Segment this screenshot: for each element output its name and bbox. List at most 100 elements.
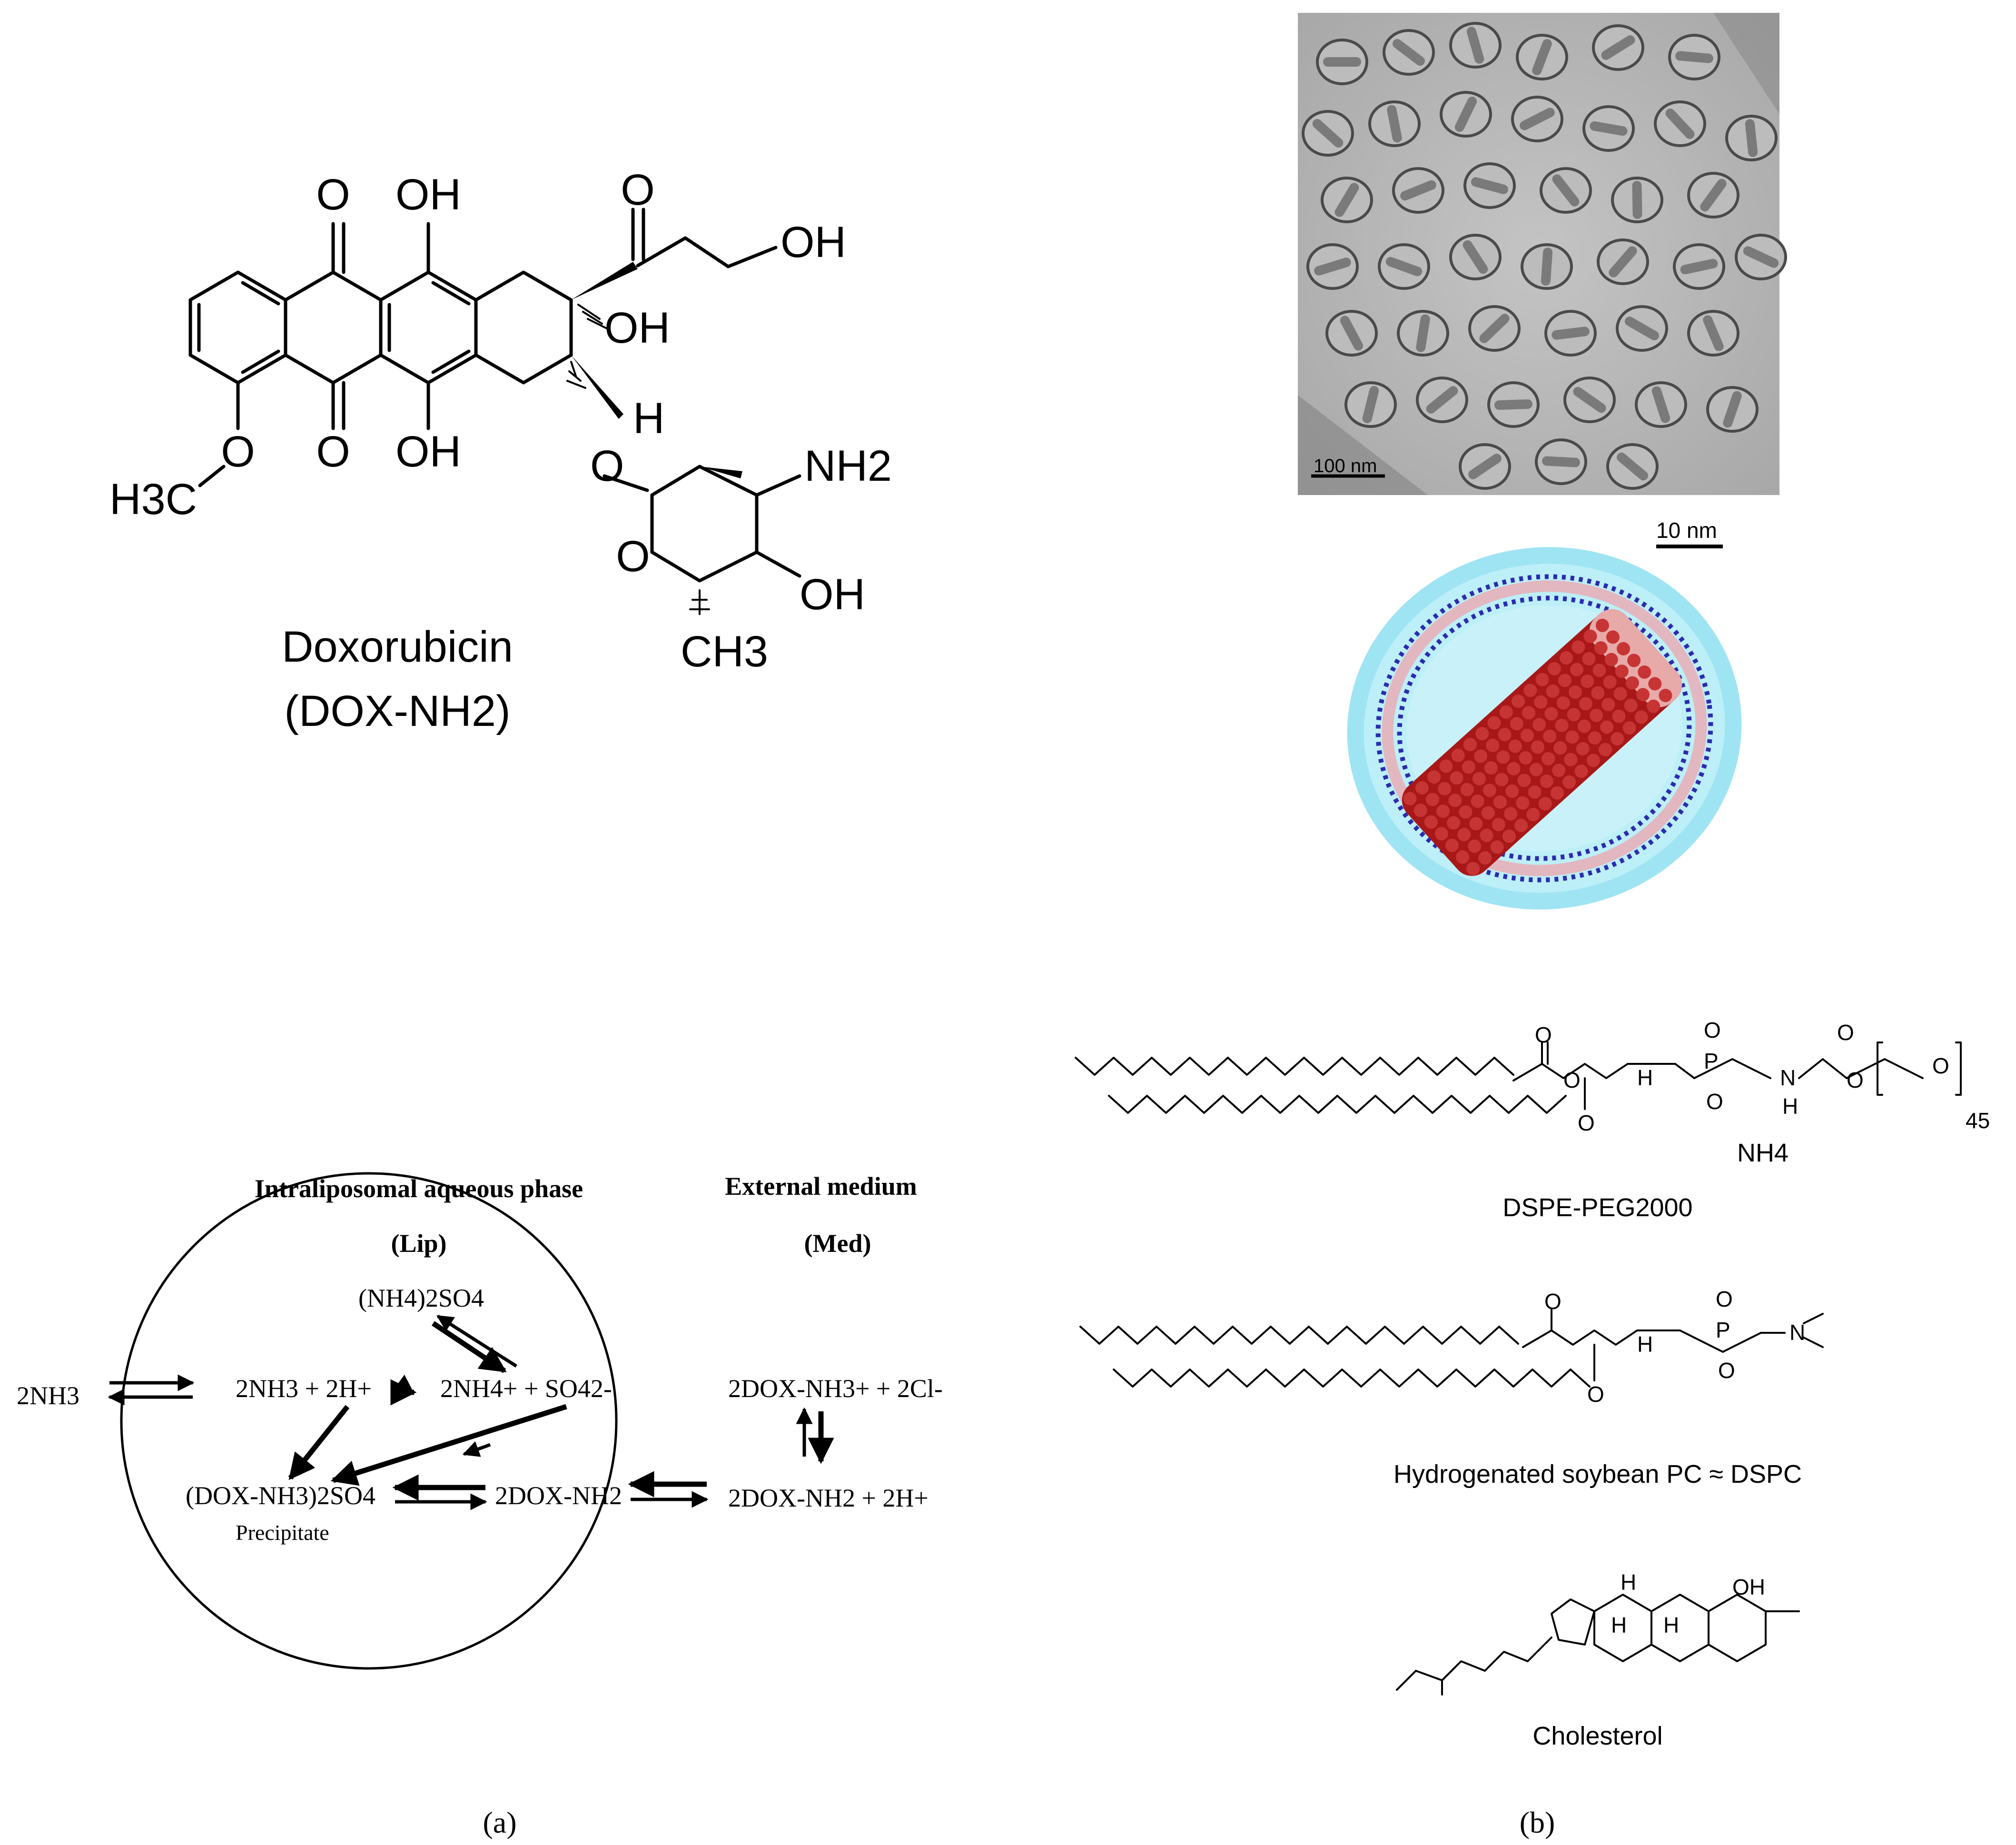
dox-crystal-dot [1547,662,1561,675]
tem-scalebar-label: 100 nm [1314,456,1377,476]
dox-crystal-dot [1434,827,1448,841]
dox-crystal-dot [1522,706,1536,720]
tem-vesicle [1687,310,1739,357]
dox-crystal-dot [1492,818,1505,832]
cholesterol-structure: OH H H H Cholesterol [1396,1570,1800,1750]
dox-crystal-dot [1625,676,1639,690]
dox-crystal-dot [1538,797,1552,811]
dox-crystal-dot [1586,754,1600,767]
dox-crystal-dot [1552,764,1566,777]
ammonia-outside: 2NH3 [17,1381,79,1410]
tem-vesicle [1321,177,1373,223]
atom-nh2: NH2 [804,442,892,490]
dox-crystal-dot [1496,750,1510,764]
dox-crystal-dot [1439,759,1453,773]
dox-crystal-dot [1469,817,1483,831]
dox-crystal-dot [1606,630,1620,644]
tem-vesicle [1516,34,1568,80]
dox-crystal-dot [1638,665,1651,679]
dox-crystal-dot [1510,717,1523,731]
dox-crystal-dot [1532,718,1546,732]
dox-crystal-dot [1659,689,1672,703]
dox-crystal-dot [1613,687,1627,701]
atom-o-top-left: O [316,170,350,219]
atom-h: H [633,394,664,443]
dox-crystal-dot [1553,741,1567,755]
peg-atom-o1: O [1535,1022,1552,1047]
dox-crystal-dot [1615,665,1629,678]
dox-crystal-dot [1484,761,1498,775]
dox-crystal-dot [1463,738,1477,752]
liposome-model: 10 nm [1347,518,1742,910]
dox-crystal-dot [1601,698,1615,712]
chol-atom-h1: H [1621,1570,1636,1595]
tem-vesicle [1316,39,1368,85]
dspe-peg-label: DSPE-PEG2000 [1502,1193,1692,1222]
dox-crystal-dot [1574,764,1588,778]
external-title: External medium [725,1172,917,1200]
dox-crystal-dot [1542,752,1555,765]
dox-crystal-dot [1565,730,1579,744]
tem-vesicle [1597,238,1649,285]
dox-crystal-dot [1512,694,1525,708]
tem-vesicle [1735,234,1787,280]
dox-crystal-dot [1523,684,1537,697]
tem-micrograph: 100 nm [1298,13,1787,495]
tem-vesicle [1511,96,1563,142]
peg-subscript: 45 [1966,1108,1990,1133]
dox-crystal-dot [1468,839,1482,853]
atom-oh-sugar: OH [800,570,865,619]
dox-crystal-dot [1627,654,1641,667]
dox-crystal-dot [1590,708,1603,722]
dox-crystal-dot [1436,804,1450,818]
dox-crystal-dot [1568,685,1582,699]
dox-crystal-dot [1450,771,1463,785]
dox-crystal-dot [1504,807,1518,821]
doxorubicin-name: Doxorubicin [282,623,513,671]
dox-crystal-dot [1546,684,1560,698]
pc-atom-o4: O [1718,1358,1735,1383]
tem-vesicle [1440,91,1492,138]
dox-external-ion: 2DOX-NH3+ + 2Cl- [728,1374,943,1403]
dox-crystal-dot [1600,720,1614,734]
dspe-peg2000-structure: O O O H P O O N H O O O 45 NH4 DSPE-PEG2… [1075,1018,1990,1222]
tem-vesicle [1468,305,1521,352]
panel-a-label: (a) [483,1805,516,1839]
dox-crystal-dot [1493,795,1507,809]
dox-crystal-dot [1571,640,1585,654]
pc-atom-o1: O [1544,1289,1561,1314]
hspc-label: Hydrogenated soybean PC ≈ DSPC [1393,1460,1802,1488]
dox-crystal-dot [1599,743,1612,756]
dox-crystal-dot [1514,819,1528,833]
peg-atom-p: P [1704,1049,1719,1073]
dox-crystal-dot [1535,673,1549,686]
tem-vesicle [1654,100,1706,147]
dox-crystal-dot [1555,718,1569,732]
dox-crystal-dot [1636,688,1650,702]
dox-crystal-dot [1505,784,1519,798]
dox-crystal-dot [1471,794,1484,808]
tem-vesicle [1687,172,1739,218]
dox-crystal-dot [1438,782,1452,795]
dox-crystal-dot [1577,719,1591,733]
dox-crystal-dot [1495,773,1509,786]
dox-crystal-dot [1611,732,1624,746]
tem-vesicle [1706,386,1759,433]
dox-crystal-dot [1550,786,1564,800]
dox-crystal-dot [1622,721,1636,735]
tem-vesicle [1668,34,1720,80]
ammonium-sulfate: (NH4)2SO4 [358,1284,484,1312]
dox-crystal-dot [1604,653,1618,666]
dox-crystal-dot [1560,651,1573,665]
dox-crystal-dot [1448,794,1462,807]
tem-vesicle [1635,381,1687,428]
dox-crystal-dot [1472,772,1486,785]
tem-vesicle [1673,243,1725,290]
dox-crystal-dot [1520,728,1534,742]
dox-crystal-dot [1562,775,1576,789]
peg-atom-o6: O [1837,1020,1854,1045]
atom-o-bottom: O [316,427,350,476]
tem-vesicle [1487,381,1540,428]
dox-crystal-dot [1647,699,1660,713]
